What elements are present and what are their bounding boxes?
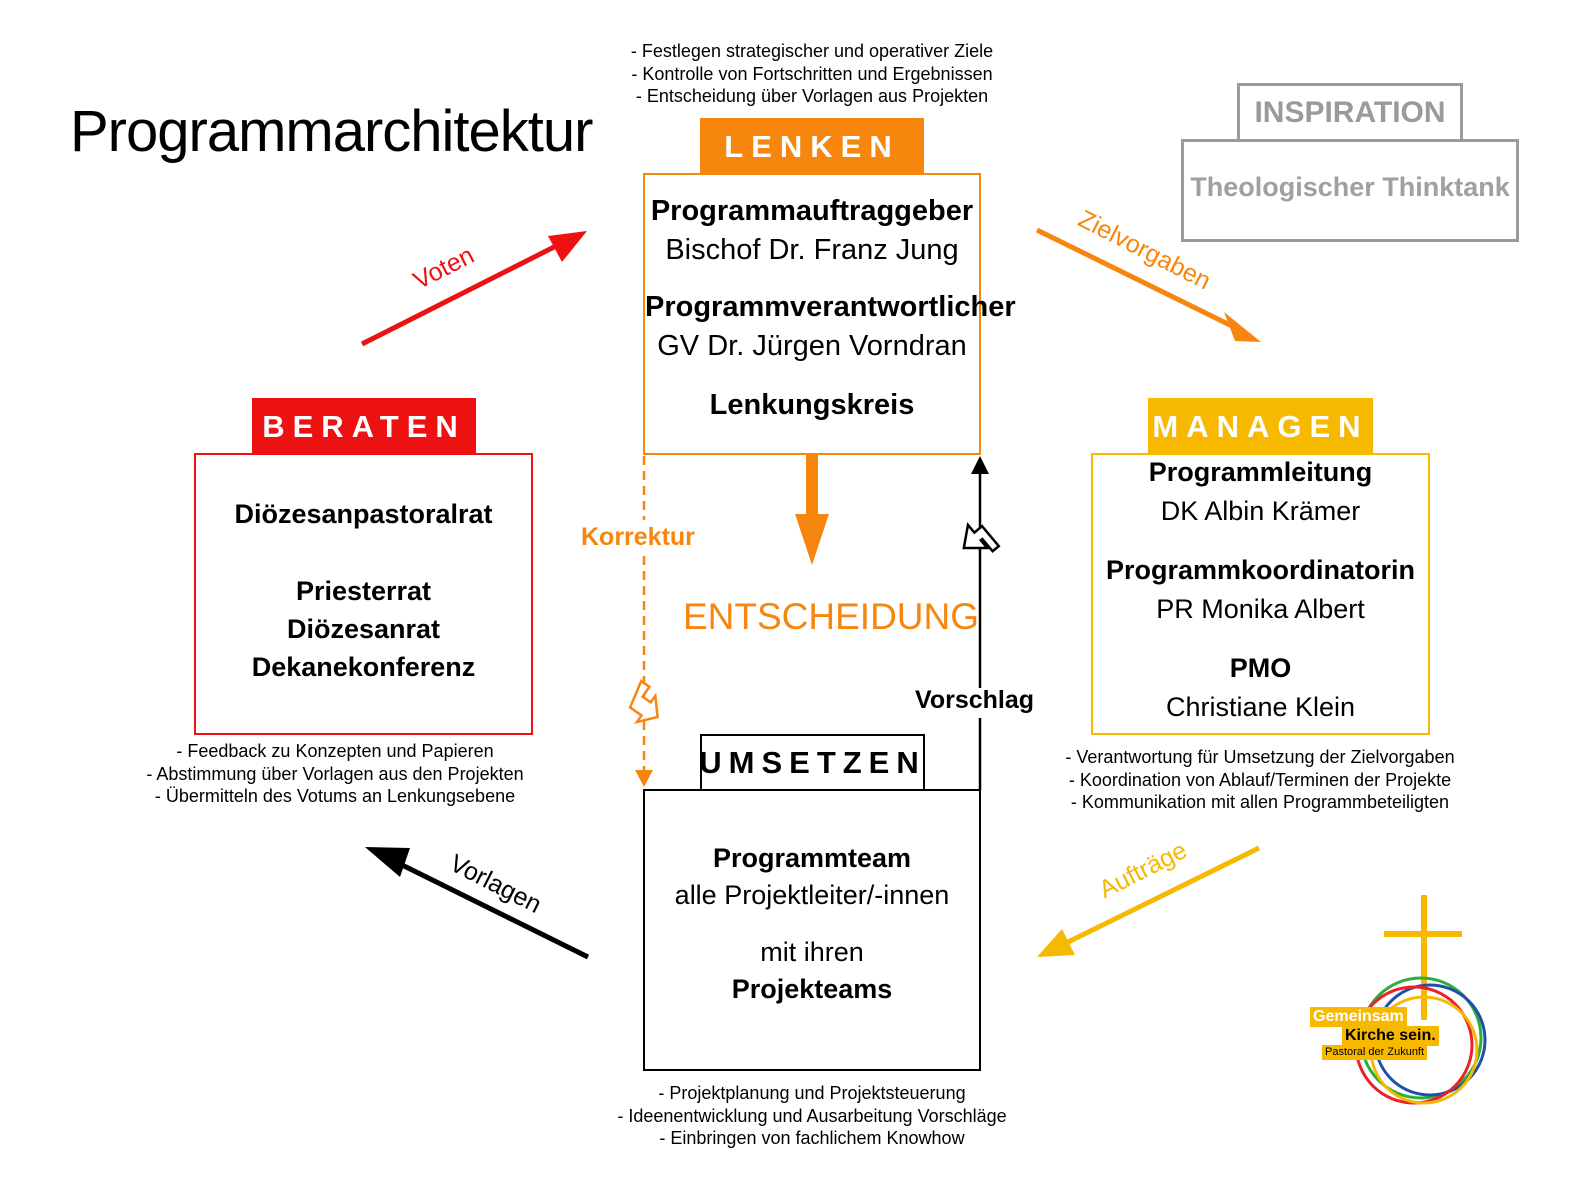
dioezesanpastoralrat-label: Diözesanpastoralrat xyxy=(234,499,493,529)
auftraege-arrow xyxy=(1037,845,1261,957)
lenkungskreis-title: Lenkungskreis xyxy=(709,389,915,421)
umsetzen-bullet: - Ideenentwicklung und Ausarbeitung Vors… xyxy=(617,1105,1007,1126)
logo: Gemeinsam Kirche sein. Pastoral der Zuku… xyxy=(1306,890,1496,1110)
managen-bullet: - Kommunikation mit allen Programmbeteil… xyxy=(1070,792,1450,812)
programmauftraggeber-name: Bischof Dr. Franz Jung xyxy=(665,234,959,266)
programmleitung-name: DK Albin Krämer xyxy=(1160,496,1361,526)
lenken-tab: LENKEN xyxy=(700,118,924,175)
umsetzen-tab: UMSETZEN xyxy=(699,734,925,792)
thinktank-label: Theologischer Thinktank xyxy=(1190,172,1510,202)
priesterrat-label: Priesterrat xyxy=(295,576,432,606)
beraten-bullets: - Feedback zu Konzepten und Papieren - A… xyxy=(124,740,546,808)
entscheidung-label: ENTSCHEIDUNG xyxy=(683,596,980,637)
programmleitung-title: Programmleitung xyxy=(1148,457,1373,487)
logo-rings-icon xyxy=(1354,895,1487,1105)
inspiration-tab: INSPIRATION xyxy=(1237,83,1463,142)
programmverantwortlicher-name: GV Dr. Jürgen Vorndran xyxy=(657,330,967,362)
managen-bullet: - Verantwortung für Umsetzung der Zielvo… xyxy=(1065,747,1455,767)
programmteam-title: Programmteam xyxy=(712,843,912,873)
lenken-bullet: - Festlegen strategischer und operativer… xyxy=(630,41,994,61)
voten-arrow xyxy=(360,231,587,347)
vorschlag-line xyxy=(971,456,989,790)
projektleiter-label: alle Projektleiter/-innen xyxy=(674,880,950,910)
logo-pastoral: Pastoral der Zukunft xyxy=(1322,1045,1428,1060)
vorlagen-arrow xyxy=(365,847,590,960)
dioezesanrat-label: Diözesanrat xyxy=(286,614,441,644)
projekteams-label: Projekteams xyxy=(731,974,893,1004)
korrektur-label: Korrektur xyxy=(581,523,695,551)
lenken-bullets: - Festlegen strategischer und operativer… xyxy=(606,40,1018,108)
umsetzen-bullet: - Projektplanung und Projektsteuerung xyxy=(658,1083,966,1103)
entscheidung-arrow xyxy=(795,454,829,565)
lenken-box: Programmauftraggeber Bischof Dr. Franz J… xyxy=(643,173,1016,455)
umsetzen-bullets: - Projektplanung und Projektsteuerung - … xyxy=(596,1082,1028,1150)
umsetzen-bullet: - Einbringen von fachlichem Knowhow xyxy=(659,1128,965,1148)
programmkoordinatorin-name: PR Monika Albert xyxy=(1156,594,1365,624)
zielvorgaben-arrow xyxy=(1035,227,1261,342)
beraten-box: Diözesanpastoralrat Priesterrat Diözesan… xyxy=(194,453,533,735)
beraten-bullet: - Abstimmung über Vorlagen aus den Proje… xyxy=(146,763,524,784)
pmo-title: PMO xyxy=(1229,653,1292,683)
managen-box: Programmleitung DK Albin Krämer Programm… xyxy=(1091,453,1430,735)
inspiration-box: Theologischer Thinktank xyxy=(1181,139,1519,242)
page-title: Programmarchitektur xyxy=(70,99,593,164)
programmkoordinatorin-title: Programmkoordinatorin xyxy=(1105,555,1416,585)
pmo-name: Christiane Klein xyxy=(1165,692,1356,722)
beraten-tab: BERATEN xyxy=(252,398,476,455)
vorschlag-label: Vorschlag xyxy=(915,686,1035,714)
logo-gemeinsam: Gemeinsam xyxy=(1310,1007,1407,1027)
programmauftraggeber-title: Programmauftraggeber xyxy=(650,195,974,227)
dekanekonferenz-label: Dekanekonferenz xyxy=(251,652,476,682)
mit-ihren-label: mit ihren xyxy=(760,937,864,967)
beraten-bullet: - Feedback zu Konzepten und Papieren xyxy=(176,741,494,761)
programmverantwortlicher-title: Programmverantwortlicher xyxy=(645,291,1016,323)
managen-bullets: - Verantwortung für Umsetzung der Zielvo… xyxy=(1040,746,1480,814)
umsetzen-box: Programmteam alle Projektleiter/-innen m… xyxy=(643,789,981,1071)
korrektur-line xyxy=(635,456,653,787)
logo-kirche-sein: Kirche sein. xyxy=(1342,1026,1439,1046)
lenken-bullet: - Kontrolle von Fortschritten und Ergebn… xyxy=(631,63,993,84)
lenken-bullet: - Entscheidung über Vorlagen aus Projekt… xyxy=(635,86,989,106)
managen-bullet: - Koordination von Ablauf/Terminen der P… xyxy=(1068,769,1452,790)
managen-tab: MANAGEN xyxy=(1148,398,1373,455)
beraten-bullet: - Übermitteln des Votums an Lenkungseben… xyxy=(154,786,516,806)
